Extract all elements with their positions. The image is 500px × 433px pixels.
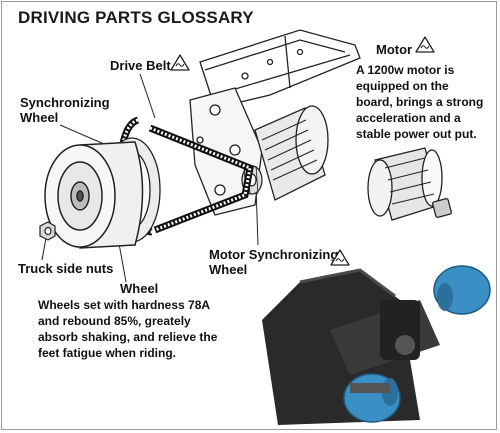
wheel-desc-line4: feet fatigue when riding. — [38, 346, 177, 360]
motor-desc-line2: equipped on the — [356, 79, 449, 93]
motor-desc-line5: stable power out put. — [356, 127, 477, 141]
warning-triangle-icon — [330, 249, 350, 266]
truck-nuts-pointer — [41, 237, 47, 261]
truck-nut-icon — [39, 221, 56, 241]
motor-desc-line3: board, brings a strong — [356, 95, 484, 109]
motor-desc-line4: acceleration and a — [356, 111, 461, 125]
motor-synchronizing-wheel-label-line2: Wheel — [209, 262, 248, 277]
page-title: DRIVING PARTS GLOSSARY — [18, 8, 254, 27]
synchronizing-wheel-label-line2: Wheel — [20, 110, 59, 125]
motor-desc-line1: A 1200w motor is — [356, 63, 455, 77]
motor-label: Motor — [376, 42, 413, 57]
warning-triangle-icon — [415, 36, 435, 53]
wheel-desc-line3: absorb shaking, and relieve the — [38, 330, 218, 344]
truck-side-nuts-label: Truck side nuts — [18, 261, 114, 276]
synchronizing-wheel-label-line1: Synchronizing — [20, 95, 110, 110]
motor-synchronizing-wheel-label-line1: Motor Synchronizing — [209, 247, 339, 262]
drive-belt-pointer — [139, 73, 156, 119]
drive-belt-label: Drive Belt — [110, 58, 171, 73]
warning-triangle-icon — [170, 54, 190, 71]
wheel-desc-line1: Wheels set with hardness 78A — [38, 298, 211, 312]
skateboard-image — [262, 265, 491, 425]
wheel-desc-line2: and rebound 85%, greately — [38, 314, 191, 328]
wheel-label: Wheel — [120, 281, 159, 296]
